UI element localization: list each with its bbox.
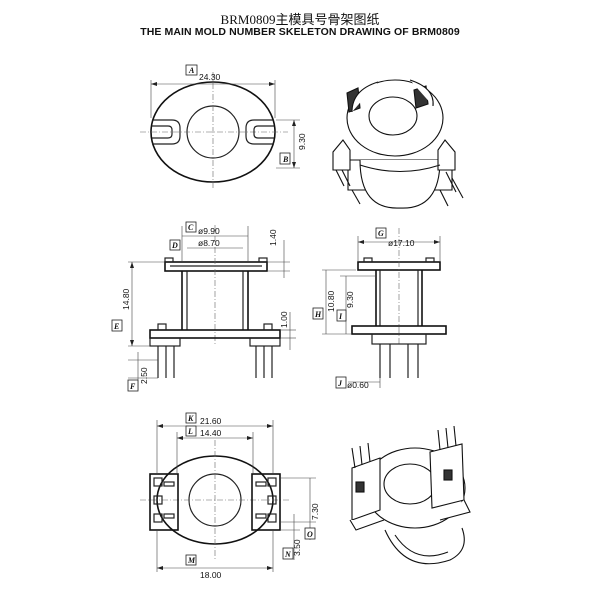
isometric-view-bottom bbox=[349, 425, 471, 565]
dim-letter-e: E bbox=[113, 322, 119, 331]
dim-n-value: 3.50 bbox=[292, 539, 302, 556]
dim-letter-i: I bbox=[338, 312, 343, 321]
bottom-view: K 21.60 L 14.40 7.30 O 3.50 N M 18.00 bbox=[140, 412, 320, 580]
side-view: G ø17.10 10.80 H 9.30 I J ø0.60 bbox=[312, 227, 447, 390]
dim-g-value: ø17.10 bbox=[388, 238, 415, 248]
dim-letter-m: M bbox=[187, 556, 196, 565]
dim-letter-h: H bbox=[314, 310, 322, 319]
drawing-title-cn: BRM0809主模具号骨架图纸 bbox=[220, 12, 380, 27]
dim-o-value: 7.30 bbox=[310, 503, 320, 520]
dim-base-thickness-value: 1.00 bbox=[279, 311, 289, 328]
dim-i-value: 9.30 bbox=[345, 291, 355, 308]
dim-letter-k: K bbox=[187, 414, 194, 423]
dim-d-value: ø8.70 bbox=[198, 238, 220, 248]
dim-e-value: 14.80 bbox=[121, 288, 131, 310]
dim-letter-o: O bbox=[307, 530, 313, 539]
dim-letter-l: L bbox=[187, 427, 193, 436]
drawing-title-en: THE MAIN MOLD NUMBER SKELETON DRAWING OF… bbox=[140, 26, 460, 38]
isometric-view-top bbox=[332, 79, 464, 209]
top-view: A 24.30 B 9.30 bbox=[140, 64, 307, 190]
dim-c-value: ø9.90 bbox=[198, 226, 220, 236]
dim-m-value: 18.00 bbox=[200, 570, 222, 580]
dim-l-value: 14.40 bbox=[200, 428, 222, 438]
dim-b-value: 9.30 bbox=[297, 133, 307, 150]
dim-letter-b: B bbox=[282, 155, 289, 164]
dim-k-value: 21.60 bbox=[200, 416, 222, 426]
dim-letter-c: C bbox=[188, 223, 194, 232]
front-view: C ø9.90 D ø8.70 1.40 14.80 E 1.00 2.50 F bbox=[111, 221, 296, 392]
dim-letter-f: F bbox=[129, 382, 136, 391]
dim-a-value: 24.30 bbox=[199, 72, 221, 82]
dim-f-value: 2.50 bbox=[139, 367, 149, 384]
dim-letter-a: A bbox=[188, 66, 195, 75]
dim-h-value: 10.80 bbox=[326, 290, 336, 312]
dim-top-thickness-value: 1.40 bbox=[268, 229, 278, 246]
dim-letter-d: D bbox=[171, 241, 178, 250]
dim-letter-g: G bbox=[378, 229, 384, 238]
dim-letter-j: J bbox=[337, 379, 343, 388]
dim-letter-n: N bbox=[284, 550, 292, 559]
dim-j-value: ø0.60 bbox=[347, 380, 369, 390]
